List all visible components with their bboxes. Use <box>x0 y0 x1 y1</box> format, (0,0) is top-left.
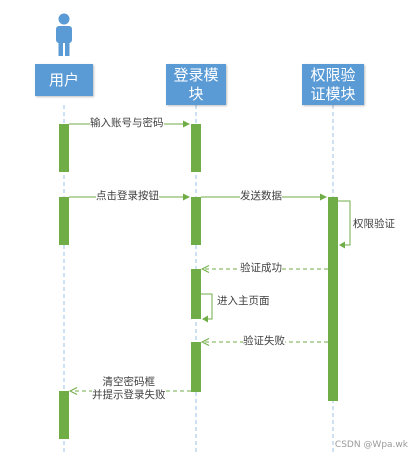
activation-login-3 <box>191 269 201 319</box>
message-arrow-m4 <box>338 200 351 249</box>
participant-user: 用户 <box>35 64 93 96</box>
message-arrow-m6 <box>201 293 213 323</box>
message-arrow-m5 <box>200 265 328 273</box>
activation-login-4 <box>191 342 201 392</box>
message-label-m7: 验证失败 <box>243 335 285 348</box>
activation-login-2 <box>191 197 201 245</box>
message-label-m3: 发送数据 <box>240 190 282 203</box>
message-label-m8: 清空密码框 并提示登录失败 <box>92 376 166 402</box>
activation-user-1 <box>59 124 69 172</box>
participant-auth: 权限验 证模块 <box>302 64 364 105</box>
activation-login-1 <box>191 124 201 172</box>
message-label-m1: 输入账号与密码 <box>90 117 164 130</box>
message-label-m2: 点击登录按钮 <box>96 190 159 203</box>
activation-user-2 <box>59 197 69 245</box>
participant-login: 登录模 块 <box>166 64 226 105</box>
message-label-m6: 进入主页面 <box>217 295 270 308</box>
watermark: CSDN @Wpa.wk <box>334 440 408 450</box>
activation-auth-1 <box>328 197 338 401</box>
participant-auth-label: 权限验 证模块 <box>310 65 356 103</box>
message-arrow-m7 <box>200 338 328 346</box>
message-label-m5: 验证成功 <box>240 262 282 275</box>
activation-user-3 <box>59 391 69 439</box>
participant-user-label: 用户 <box>48 70 79 89</box>
message-label-m4: 权限验证 <box>353 218 395 231</box>
person-icon <box>56 13 72 56</box>
participant-login-label: 登录模 块 <box>173 65 219 103</box>
